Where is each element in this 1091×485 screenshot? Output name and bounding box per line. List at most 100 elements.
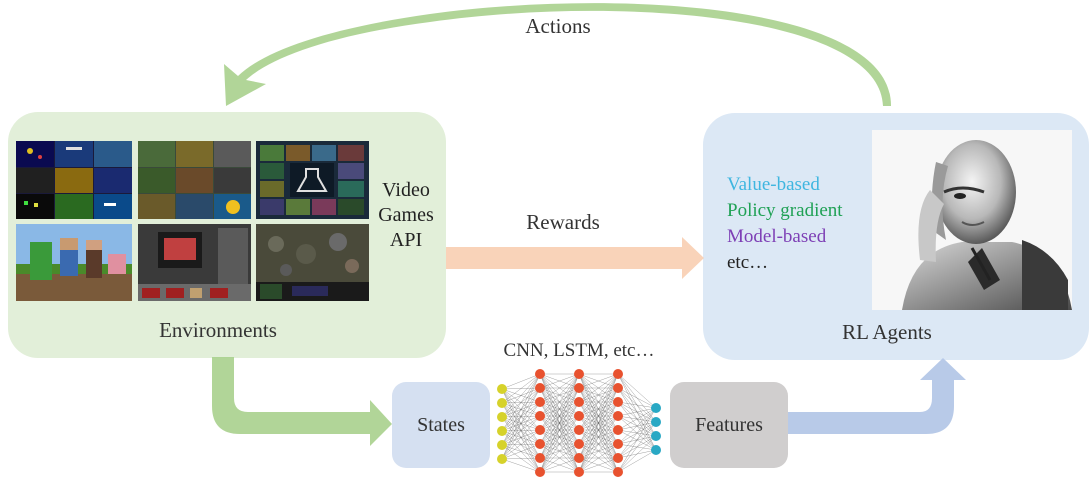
nn-edge	[578, 429, 619, 473]
nn-edge	[539, 373, 580, 431]
nn-edge	[578, 373, 619, 473]
features-label: Features	[695, 413, 763, 436]
nn-edge	[501, 373, 541, 418]
nn-edge	[501, 401, 541, 460]
method-value-based: Value-based	[727, 174, 820, 195]
nn-edge	[539, 443, 580, 473]
rl-agents-label: RL Agents	[842, 320, 932, 344]
nn-edge	[578, 457, 619, 473]
nn-node	[651, 431, 661, 441]
nn-node	[574, 467, 584, 477]
features-box: Features	[670, 382, 788, 468]
openai-universe-thumbnail	[256, 141, 369, 219]
nn-node	[497, 440, 507, 450]
nn-node	[535, 453, 545, 463]
nn-edge	[501, 429, 541, 460]
nn-edge	[539, 373, 580, 445]
nn-node	[535, 369, 545, 379]
nn-edge	[539, 415, 580, 473]
nn-edge	[617, 407, 657, 445]
nn-edge	[617, 421, 657, 473]
nn-node	[613, 467, 623, 477]
nn-edge	[578, 373, 619, 389]
nn-edge	[539, 373, 580, 403]
nn-node	[613, 383, 623, 393]
nn-node	[497, 398, 507, 408]
nn-node	[574, 369, 584, 379]
minecraft-thumbnail	[16, 224, 132, 301]
agent-methods-list: Value-based Policy gradient Model-based …	[727, 172, 843, 276]
nn-node	[613, 425, 623, 435]
nn-node	[574, 383, 584, 393]
nn-node	[535, 439, 545, 449]
nn-edge	[617, 387, 657, 409]
nn-node	[535, 425, 545, 435]
nn-edge	[578, 443, 619, 473]
nn-edge	[501, 373, 541, 460]
nn-node	[613, 453, 623, 463]
nn-node	[613, 369, 623, 379]
nn-edge	[578, 373, 619, 431]
nn-node	[574, 439, 584, 449]
nn-node	[651, 417, 661, 427]
nn-node	[574, 411, 584, 421]
neural-network-nodes	[497, 369, 661, 477]
nn-edge	[617, 407, 657, 431]
nn-edge	[501, 457, 541, 460]
nn-edge	[501, 373, 541, 390]
nn-node	[535, 397, 545, 407]
nn-edge	[501, 373, 541, 432]
nn-node	[497, 454, 507, 464]
method-model-based: Model-based	[727, 226, 827, 247]
nn-edge	[617, 407, 657, 473]
nn-node	[651, 403, 661, 413]
nn-edge	[539, 373, 580, 473]
rewards-arrow	[446, 237, 704, 279]
nn-edge	[501, 458, 541, 473]
network-label: CNN, LSTM, etc…	[503, 340, 655, 361]
nn-edge	[539, 429, 580, 473]
nn-edge	[539, 401, 580, 473]
nn-edge	[501, 443, 541, 460]
nn-node	[535, 383, 545, 393]
nn-edge	[617, 435, 657, 473]
nn-node	[651, 445, 661, 455]
starcraft-thumbnail	[256, 224, 369, 301]
nn-edge	[578, 401, 619, 473]
nn-edge	[501, 373, 541, 446]
nn-node	[613, 411, 623, 421]
nn-node	[535, 467, 545, 477]
nn-edge	[617, 373, 657, 409]
nn-edge	[578, 387, 619, 473]
nn-node	[574, 425, 584, 435]
nn-edge	[539, 373, 580, 459]
states-arrow	[212, 357, 392, 446]
nn-edge	[539, 387, 580, 473]
method-etc: etc…	[727, 252, 769, 273]
nn-node	[613, 397, 623, 407]
rewards-label: Rewards	[526, 210, 600, 234]
features-arrow	[788, 358, 966, 434]
states-label: States	[417, 413, 465, 436]
nn-edge	[617, 407, 657, 459]
nn-edge	[539, 457, 580, 473]
nn-edge	[539, 373, 580, 389]
nn-edge	[578, 373, 619, 417]
nn-node	[497, 384, 507, 394]
robot-image	[872, 130, 1072, 310]
actions-label: Actions	[525, 14, 591, 38]
video-games-api-label: Video Games API	[378, 179, 434, 251]
states-box: States	[392, 382, 490, 468]
atari-games-thumbnail	[16, 141, 132, 219]
nn-edge	[578, 373, 619, 459]
nn-edge	[501, 373, 541, 404]
nn-node	[574, 397, 584, 407]
nn-edge	[578, 373, 619, 445]
nn-node	[535, 411, 545, 421]
nn-edge	[617, 449, 657, 473]
nn-edge	[578, 373, 619, 403]
nn-edge	[617, 407, 657, 417]
nn-node	[613, 439, 623, 449]
nn-edge	[501, 415, 541, 460]
